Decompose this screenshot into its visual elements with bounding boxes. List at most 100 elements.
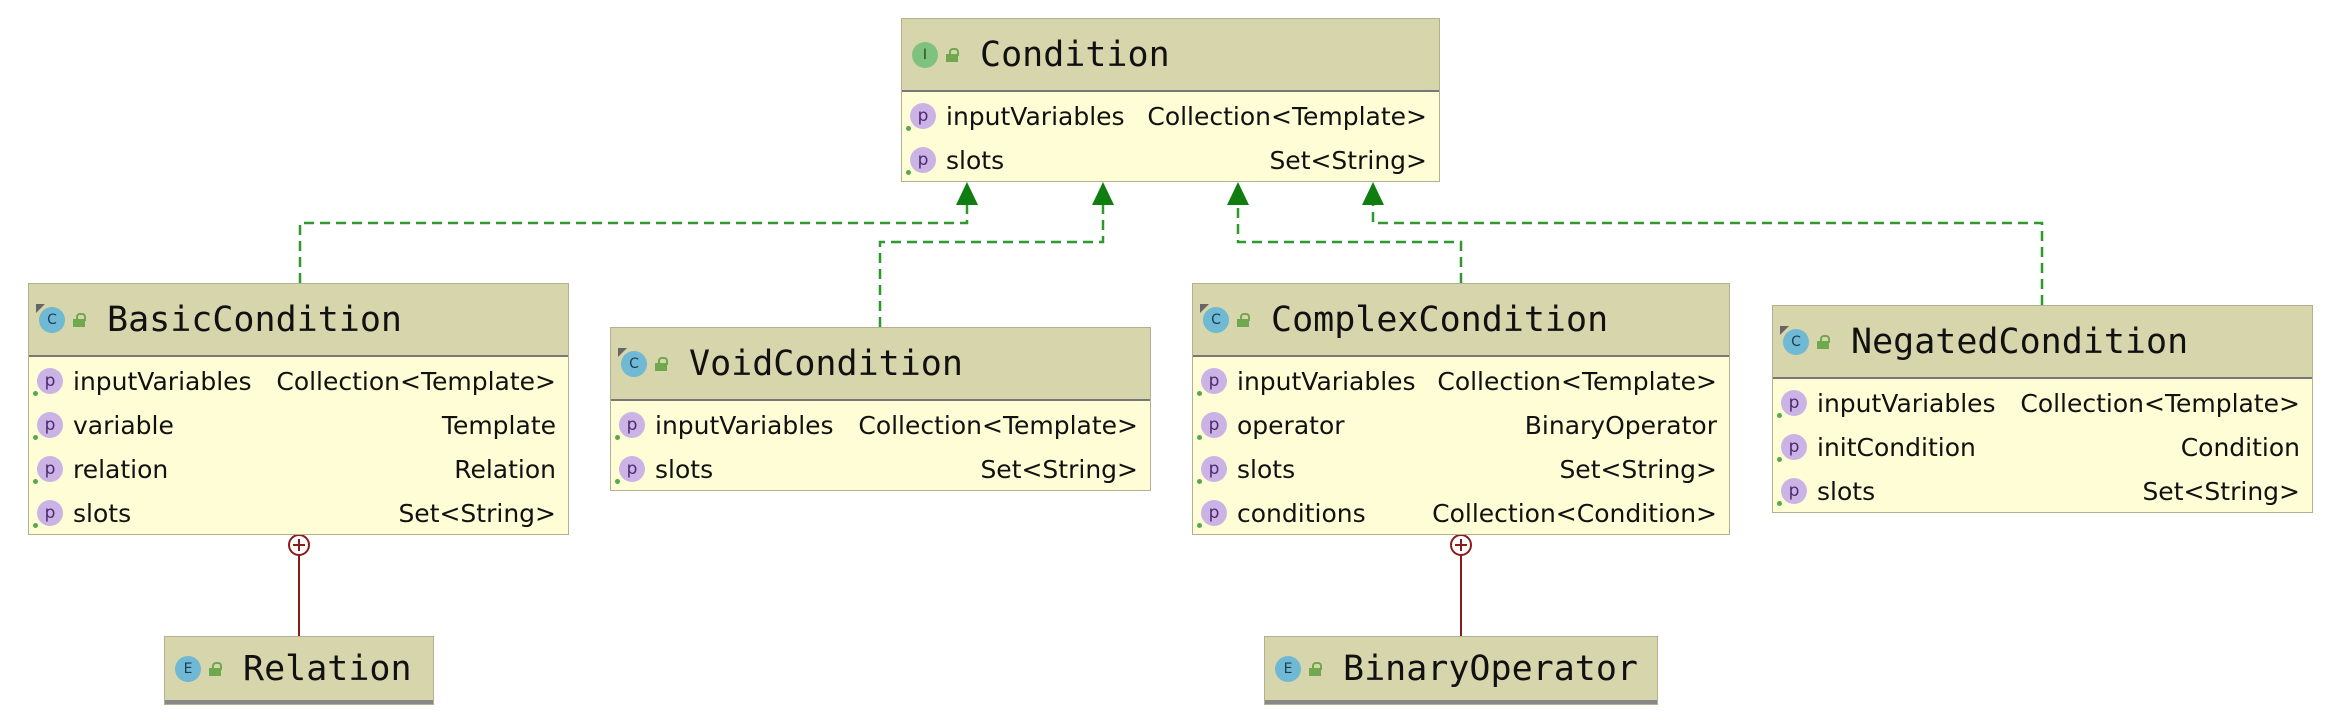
complex-condition-box[interactable]: C ComplexCondition p inputVariables Coll… [1192, 283, 1730, 535]
property-name: inputVariables [946, 101, 1125, 131]
public-lock-icon [1817, 334, 1830, 349]
basic-condition-header: C BasicCondition [29, 284, 568, 357]
property-name: relation [73, 454, 169, 484]
property-icon: p [906, 103, 936, 131]
implements-edge-complex [1236, 200, 1463, 283]
property-row: p operator BinaryOperator [1193, 403, 1729, 447]
negated-condition-box[interactable]: C NegatedCondition p inputVariables Coll… [1772, 305, 2313, 513]
property-icon: p [906, 147, 936, 175]
property-row: p conditions Collection<Condition> [1193, 491, 1729, 535]
basic-condition-box[interactable]: C BasicCondition p inputVariables Collec… [28, 283, 569, 535]
relation-enum-box[interactable]: E Relation [164, 636, 434, 705]
binary-operator-header: E BinaryOperator [1265, 637, 1657, 704]
enum-icon: E [175, 655, 201, 682]
property-row: p inputVariables Collection<Template> [611, 403, 1150, 447]
class-title: Condition [980, 34, 1170, 75]
inner-marker-relation [288, 534, 310, 556]
property-icon: p [33, 500, 63, 528]
property-type: Set<String> [1269, 145, 1427, 175]
property-icon: p [33, 368, 63, 396]
arrowhead-negated [1362, 182, 1384, 205]
property-type: Relation [454, 454, 556, 484]
property-type: BinaryOperator [1524, 410, 1717, 440]
property-icon: p [1197, 368, 1227, 396]
class-icon: C [1780, 325, 1809, 355]
property-name: inputVariables [655, 410, 834, 440]
class-title: NegatedCondition [1851, 321, 2189, 362]
public-lock-icon [73, 312, 86, 327]
property-icon: p [1197, 412, 1227, 440]
property-type: Collection<Template> [2020, 388, 2300, 418]
property-name: initCondition [1817, 432, 1976, 462]
property-name: operator [1237, 410, 1345, 440]
public-lock-icon [1237, 312, 1250, 327]
property-type: Set<String> [398, 498, 556, 528]
property-row: p slots Set<String> [611, 447, 1150, 491]
property-name: slots [655, 454, 714, 484]
interface-icon: I [912, 41, 938, 68]
property-name: slots [946, 145, 1005, 175]
arrowhead-void [1092, 182, 1114, 205]
relation-header: E Relation [165, 637, 433, 704]
property-name: slots [1237, 454, 1296, 484]
class-title: BasicCondition [107, 299, 403, 340]
arrowhead-complex [1227, 182, 1249, 205]
property-name: variable [73, 410, 174, 440]
implements-edge-void [878, 200, 1105, 327]
property-type: Collection<Condition> [1432, 498, 1717, 528]
property-row: p slots Set<String> [1193, 447, 1729, 491]
property-row: p slots Set<String> [29, 491, 568, 535]
implements-edge-basic [298, 200, 969, 283]
property-row: p inputVariables Collection<Template> [1773, 381, 2312, 425]
property-name: slots [73, 498, 132, 528]
property-type: Template [441, 410, 556, 440]
property-name: inputVariables [1817, 388, 1996, 418]
property-icon: p [1777, 478, 1807, 506]
inner-marker-binop [1450, 534, 1472, 556]
property-type: Set<String> [1559, 454, 1717, 484]
implements-edge-negated [1371, 200, 2044, 305]
property-icon: p [33, 456, 63, 484]
property-icon: p [33, 412, 63, 440]
property-name: inputVariables [73, 366, 252, 396]
property-type: Set<String> [980, 454, 1138, 484]
property-row: p variable Template [29, 403, 568, 447]
condition-header: I Condition [902, 19, 1439, 92]
property-row: p slots Set<String> [1773, 469, 2312, 513]
negated-condition-header: C NegatedCondition [1773, 306, 2312, 379]
enum-icon: E [1275, 655, 1301, 682]
property-name: conditions [1237, 498, 1366, 528]
property-name: inputVariables [1237, 366, 1416, 396]
property-icon: p [615, 456, 645, 484]
class-title: VoidCondition [689, 343, 963, 384]
property-row: p initCondition Condition [1773, 425, 2312, 469]
public-lock-icon [655, 356, 668, 371]
property-row: p inputVariables Collection<Template> [1193, 359, 1729, 403]
property-row: p slots Set<String> [902, 138, 1439, 182]
public-lock-icon [209, 661, 222, 676]
binary-operator-enum-box[interactable]: E BinaryOperator [1264, 636, 1658, 705]
property-type: Condition [2180, 432, 2300, 462]
property-row: p inputVariables Collection<Template> [902, 94, 1439, 138]
class-title: ComplexCondition [1271, 299, 1609, 340]
property-icon: p [1197, 456, 1227, 484]
public-lock-icon [1309, 661, 1322, 676]
property-icon: p [615, 412, 645, 440]
property-type: Collection<Template> [1147, 101, 1427, 131]
class-title: BinaryOperator [1343, 648, 1639, 689]
property-icon: p [1777, 434, 1807, 462]
class-icon: C [1200, 303, 1229, 333]
void-condition-header: C VoidCondition [611, 328, 1150, 401]
condition-interface-box[interactable]: I Condition p inputVariables Collection<… [901, 18, 1440, 182]
property-type: Collection<Template> [858, 410, 1138, 440]
property-type: Collection<Template> [1437, 366, 1717, 396]
class-icon: C [36, 303, 65, 333]
property-name: slots [1817, 476, 1876, 506]
property-icon: p [1777, 390, 1807, 418]
complex-condition-header: C ComplexCondition [1193, 284, 1729, 357]
void-condition-box[interactable]: C VoidCondition p inputVariables Collect… [610, 327, 1151, 491]
property-type: Collection<Template> [276, 366, 556, 396]
property-row: p inputVariables Collection<Template> [29, 359, 568, 403]
property-row: p relation Relation [29, 447, 568, 491]
